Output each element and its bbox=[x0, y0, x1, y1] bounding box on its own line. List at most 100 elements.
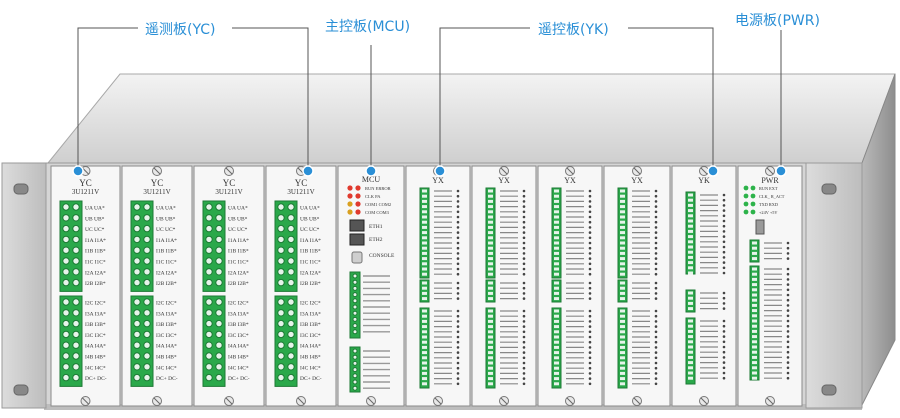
terminal-screw-icon bbox=[620, 246, 625, 250]
indicator-dot bbox=[522, 297, 526, 300]
led-label: RUN ERROR bbox=[365, 186, 391, 191]
callout-marker-icon bbox=[775, 165, 787, 177]
indicator-dot bbox=[654, 309, 658, 313]
board-title: YC bbox=[223, 178, 236, 188]
terminal-screw-icon bbox=[688, 361, 693, 365]
terminal-screw-icon bbox=[277, 257, 285, 265]
terminal-screw-icon bbox=[277, 268, 285, 276]
indicator-dot bbox=[588, 246, 592, 250]
indicator-dot bbox=[654, 292, 658, 295]
indicator-dot bbox=[456, 220, 460, 224]
terminal-label: UC UC* bbox=[156, 227, 176, 233]
terminal-screw-icon bbox=[133, 268, 141, 276]
terminal-screw-icon bbox=[752, 277, 757, 281]
indicator-dot bbox=[588, 236, 592, 240]
indicator-dot bbox=[654, 257, 658, 260]
terminal-screw-icon bbox=[422, 340, 427, 344]
terminal-screw-icon bbox=[352, 360, 358, 366]
terminal-screw-icon bbox=[422, 194, 427, 198]
status-led bbox=[347, 193, 353, 199]
indicator-dot bbox=[522, 231, 526, 234]
board-panel bbox=[737, 165, 803, 407]
terminal-label: UB UB* bbox=[156, 216, 176, 222]
terminal-screw-icon bbox=[205, 278, 213, 287]
board-model: 3U1211V bbox=[143, 188, 170, 196]
terminal-screw-icon bbox=[688, 291, 693, 295]
indicator-dot bbox=[522, 346, 526, 349]
board-model: 3U1211V bbox=[215, 188, 242, 196]
terminal-screw-icon bbox=[488, 194, 493, 198]
screw-slot bbox=[766, 397, 774, 405]
callout-marker-icon bbox=[72, 165, 84, 177]
board-yx: YX bbox=[405, 165, 471, 407]
indicator-dot bbox=[456, 200, 460, 203]
callout-pwr-label: 电源板(PWR) bbox=[735, 13, 820, 29]
indicator-dot bbox=[588, 314, 592, 318]
indicator-dot bbox=[786, 257, 790, 260]
indicator-dot bbox=[786, 298, 790, 302]
indicator-dot bbox=[786, 314, 790, 318]
terminal-screw-icon bbox=[488, 345, 493, 349]
terminal-label: I4C I4C* bbox=[300, 365, 321, 371]
terminal-screw-icon bbox=[143, 268, 151, 276]
indicator-dot bbox=[786, 376, 790, 380]
terminal-screw-icon bbox=[287, 214, 295, 222]
terminal-screw-icon bbox=[620, 220, 625, 224]
indicator-dot bbox=[654, 351, 658, 354]
terminal-screw-icon bbox=[277, 309, 285, 317]
screw-slot bbox=[700, 167, 708, 175]
indicator-dot bbox=[588, 377, 592, 380]
terminal-screw-icon bbox=[752, 272, 757, 276]
terminal-block bbox=[59, 200, 83, 292]
terminal-screw-icon bbox=[488, 377, 493, 381]
indicator-dot bbox=[522, 262, 526, 266]
indicator-dot bbox=[786, 319, 790, 323]
terminal-label: I2A I2A* bbox=[156, 270, 177, 276]
terminal-screw-icon bbox=[422, 330, 427, 334]
terminal-screw-icon bbox=[620, 262, 625, 266]
terminal-screw-icon bbox=[620, 335, 625, 339]
terminal-screw-icon bbox=[554, 291, 559, 295]
terminal-label: I1C I1C* bbox=[300, 260, 321, 266]
indicator-dot bbox=[786, 309, 790, 312]
terminal-screw-icon bbox=[72, 203, 80, 211]
terminal-screw-icon bbox=[688, 261, 693, 265]
terminal-screw-icon bbox=[72, 352, 80, 360]
terminal-screw-icon bbox=[72, 363, 80, 371]
terminal-block bbox=[551, 279, 562, 303]
terminal-screw-icon bbox=[688, 271, 693, 275]
terminal-screw-icon bbox=[488, 215, 493, 219]
terminal-screw-icon bbox=[215, 224, 223, 233]
terminal-label: I1B I1B* bbox=[85, 249, 106, 255]
terminal-screw-icon bbox=[688, 376, 693, 380]
terminal-screw-icon bbox=[488, 335, 493, 339]
terminal-screw-icon bbox=[488, 225, 493, 229]
terminal-screw-icon bbox=[688, 235, 693, 239]
indicator-dot bbox=[786, 246, 790, 250]
indicator-dot bbox=[654, 330, 658, 334]
indicator-dot bbox=[456, 241, 460, 245]
terminal-screw-icon bbox=[143, 309, 151, 317]
terminal-screw-icon bbox=[620, 325, 625, 329]
indicator-dot bbox=[722, 361, 726, 364]
terminal-screw-icon bbox=[62, 319, 70, 328]
indicator-dot bbox=[456, 286, 460, 290]
indicator-dot bbox=[654, 382, 658, 386]
terminal-screw-icon bbox=[488, 262, 493, 266]
board-title: YX bbox=[564, 176, 576, 185]
terminal-screw-icon bbox=[688, 266, 693, 270]
board-title: YC bbox=[295, 178, 308, 188]
terminal-screw-icon bbox=[287, 203, 295, 211]
terminal-screw-icon bbox=[488, 257, 493, 261]
terminal-screw-icon bbox=[143, 257, 151, 265]
terminal-screw-icon bbox=[688, 329, 693, 333]
terminal-screw-icon bbox=[554, 309, 559, 313]
screw-slot bbox=[82, 167, 89, 175]
terminal-screw-icon bbox=[620, 351, 625, 355]
terminal-screw-icon bbox=[688, 335, 693, 339]
terminal-screw-icon bbox=[620, 251, 625, 255]
terminal-screw-icon bbox=[72, 268, 80, 276]
indicator-dot bbox=[588, 215, 592, 219]
terminal-screw-icon bbox=[688, 296, 693, 300]
terminal-screw-icon bbox=[352, 279, 358, 285]
